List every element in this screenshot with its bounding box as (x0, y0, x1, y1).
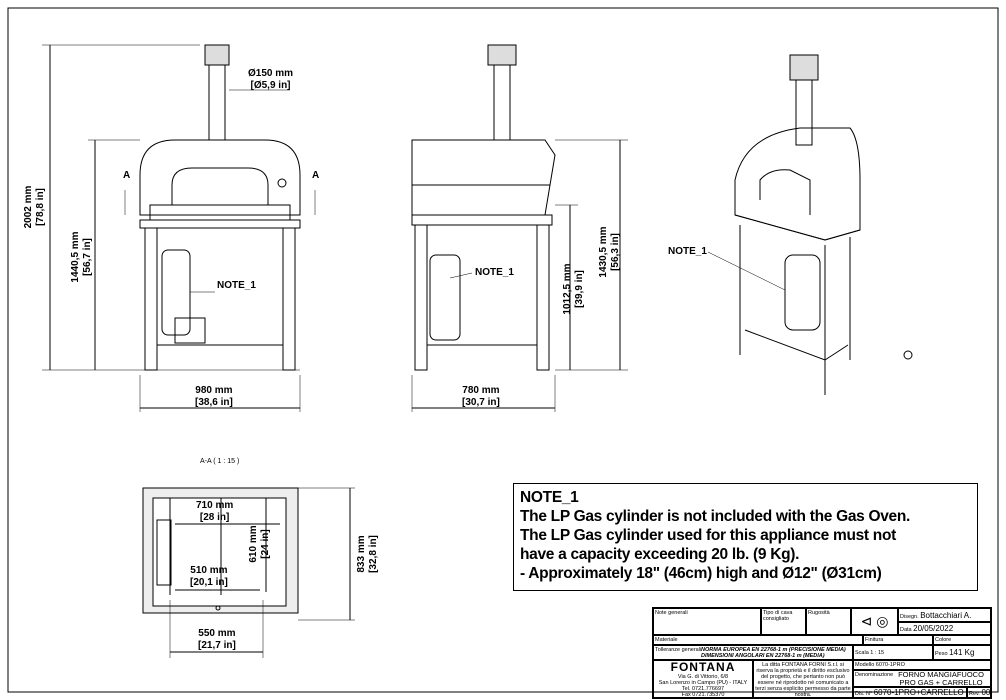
note-line: have a capacity exceeding 20 lb. (9 Kg). (520, 546, 800, 563)
denominazione-cell: Denominazione FORNO MANGIAFUOCO PRO GAS … (853, 670, 991, 687)
tolleranze-cell: Tolleranze generali NORMA EUROPEA EN 227… (653, 645, 853, 660)
shelf-height-label: 1012,5 mm[39,9 in] (562, 263, 585, 315)
tolleranze-label: Tolleranze generali (655, 647, 702, 653)
iso-view (707, 54, 913, 395)
note-generali: Note generali (653, 608, 761, 635)
section-mark-right: A (312, 170, 320, 181)
materiale: Materiale (653, 635, 863, 645)
peso-cell: Peso 141 Kg (933, 645, 991, 660)
disclaimer: La ditta FONTANA FORNI S.r.l. si riserva… (753, 660, 853, 698)
note-line: The LP Gas cylinder is not included with… (520, 508, 911, 525)
colore: Colore (933, 635, 991, 645)
data-cell: Data 20/05/2022 (898, 622, 991, 635)
outer-depth-label: 833 mm[32,8 in] (356, 535, 379, 573)
address-line: San Lorenzo in Campo (PU) - ITALY (658, 680, 748, 686)
width-label: 980 mm[38,6 in] (195, 385, 233, 408)
address-line: Via G. di Vittorio, 6/8 (677, 674, 729, 680)
note-ref-iso: NOTE_1 (668, 246, 707, 257)
depth-label: 780 mm[30,7 in] (462, 385, 500, 408)
norma1: NORMA EUROPEA EN 22768-1 m (PRECISIONE M… (701, 647, 846, 653)
denominazione-label: Denominazione (855, 672, 894, 678)
door-width-label: 550 mm[21,7 in] (198, 628, 236, 651)
front-view (42, 44, 316, 412)
side-oven-height-label: 1430,5 mm[56,3 in] (598, 226, 621, 278)
oven-height-label: 1440,5 mm[56,7 in] (70, 231, 93, 283)
tipo-cava: Tipo di cava consigliato (761, 608, 806, 635)
side-view (411, 44, 628, 412)
rev-cell: Rev. 00 (967, 687, 991, 698)
total-height-label: 2002 mm[78,8 in] (23, 185, 46, 229)
note-ref-side: NOTE_1 (475, 267, 514, 278)
section-mark-left: A (123, 170, 131, 181)
inner-depth-label: 610 mm[24 in] (248, 525, 271, 563)
section-title: A-A ( 1 : 15 ) (200, 458, 240, 465)
frame (7, 7, 999, 693)
note-line: The LP Gas cylinder used for this applia… (520, 527, 897, 544)
address-line: Tel. 0721.776697 (681, 686, 725, 692)
address-line: Fax 0721.735370 (681, 692, 725, 698)
note-box: NOTE_1 The LP Gas cylinder is not includ… (513, 483, 978, 591)
scala-cell: Scala 1 : 15 (853, 645, 933, 660)
title-block: Note generali Tipo di cava consigliato R… (652, 607, 992, 699)
chimney-diameter-label: Ø150 mm[Ø5,9 in] (248, 68, 294, 91)
dis-cell: Dis. N° 6070-1PRO+CARRELLO (853, 687, 967, 698)
note-line: - Approximately 18" (46cm) high and Ø12"… (520, 565, 882, 582)
company-cell: FONTANA Via G. di Vittorio, 6/8 San Lore… (653, 660, 753, 698)
norma2: DIMENSIONI ANGOLARI EN 22768-1 m (MEDIA) (701, 653, 825, 659)
fontana-logo: FONTANA (670, 660, 736, 674)
projection-symbol-icon: ⊲ ◎ (851, 608, 898, 635)
note-title: NOTE_1 (520, 489, 579, 506)
inner-width-label: 710 mm[28 in] (196, 500, 234, 523)
rugosita: Rugosità (806, 608, 851, 635)
floor-width-label: 510 mm[20,1 in] (190, 565, 228, 588)
note-ref-front: NOTE_1 (217, 280, 256, 291)
disegn-cell: Disegn. Bottacchiari A. (898, 608, 991, 622)
denominazione-value: FORNO MANGIAFUOCO PRO GAS + CARRELLO (898, 670, 984, 687)
modello-cell: Modello 6070-1PRO (853, 660, 991, 670)
finitura: Finitura (863, 635, 933, 645)
section-view (142, 487, 355, 658)
